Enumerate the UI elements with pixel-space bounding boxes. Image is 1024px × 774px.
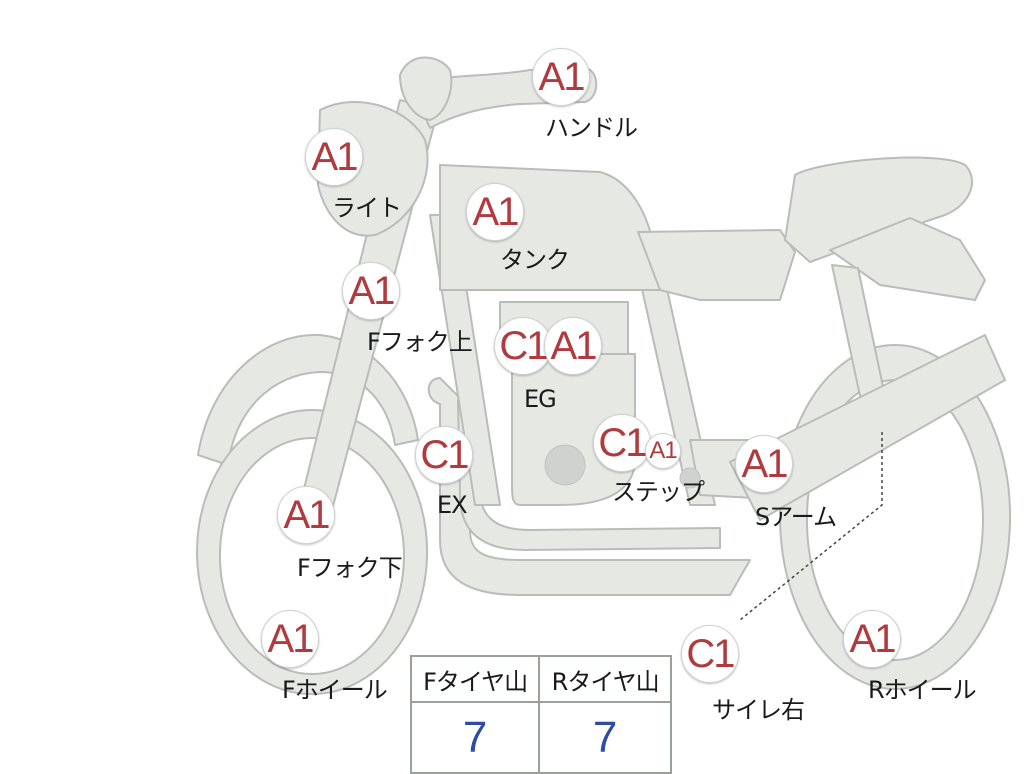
tail-cowl xyxy=(829,217,986,301)
label-step: ステップ xyxy=(612,478,705,506)
grade-badge-engine-2: A1 xyxy=(544,317,602,375)
handlebar-grip xyxy=(399,56,453,121)
table-header-row: Fタイヤ山 Rタイヤ山 xyxy=(409,655,672,703)
grade-badge-handle: A1 xyxy=(532,48,590,106)
grade-badge-step-2: A1 xyxy=(645,433,681,469)
side-panel xyxy=(637,229,796,301)
label-fork-upper: Fフォク上 xyxy=(367,328,473,356)
header-front-tire-tread: Fタイヤ山 xyxy=(409,655,541,703)
value-rear-tire-tread: 7 xyxy=(538,701,672,774)
grade-badge-light: A1 xyxy=(305,128,363,186)
tire-tread-table: Fタイヤ山 Rタイヤ山 7 7 xyxy=(409,655,672,774)
front-wheel xyxy=(196,409,428,695)
grade-badge-tank: A1 xyxy=(466,183,524,241)
exhaust-pipe xyxy=(457,399,721,551)
grade-badge-silencer-right: C1 xyxy=(681,625,739,683)
grade-badge-exhaust: C1 xyxy=(415,426,473,484)
label-exhaust: EX xyxy=(437,491,468,519)
label-fork-lower: Fフォク下 xyxy=(297,554,403,582)
footpeg xyxy=(679,467,701,489)
label-silencer-right: サイレ右 xyxy=(712,696,805,724)
label-rear-wheel: Rホイール xyxy=(868,676,977,704)
label-front-wheel: Fホイール xyxy=(282,676,388,704)
engine-cover xyxy=(544,444,586,486)
grade-badge-engine-1: C1 xyxy=(494,317,552,375)
grade-badge-front-wheel: A1 xyxy=(261,610,319,668)
muffler xyxy=(729,334,1006,521)
grade-badge-rear-wheel: A1 xyxy=(843,610,901,668)
grade-badge-swingarm: A1 xyxy=(735,435,793,493)
label-light: ライト xyxy=(332,194,402,222)
value-front-tire-tread: 7 xyxy=(409,701,541,774)
grade-badge-fork-lower: A1 xyxy=(277,486,335,544)
grade-badge-step-1: C1 xyxy=(593,414,651,472)
grade-badge-fork-upper: A1 xyxy=(342,262,400,320)
label-engine: EG xyxy=(524,385,557,413)
muffler-leader-line xyxy=(739,432,883,621)
label-handle: ハンドル xyxy=(545,114,638,142)
engine-case xyxy=(511,353,636,506)
seat xyxy=(784,156,974,263)
table-row: 7 7 xyxy=(409,701,672,774)
label-swingarm: Sアーム xyxy=(755,503,837,531)
label-tank: タンク xyxy=(500,246,570,274)
header-rear-tire-tread: Rタイヤ山 xyxy=(538,655,672,703)
